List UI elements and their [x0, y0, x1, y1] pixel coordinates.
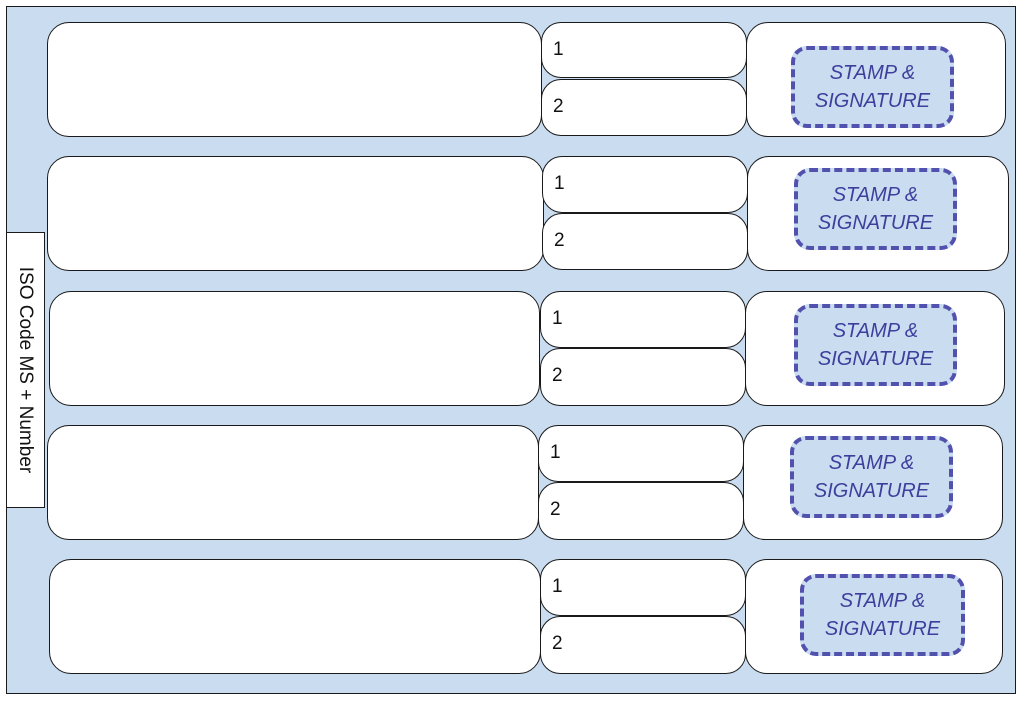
line-field-2-1[interactable]: 1 [542, 156, 748, 213]
main-field-4[interactable] [47, 425, 539, 540]
stamp-signature-area-3: STAMP & SIGNATURE [794, 304, 957, 386]
line-label: 1 [553, 39, 564, 60]
stamp-text-line2: SIGNATURE [813, 480, 930, 502]
side-label-tab: ISO Code MS + Number [7, 232, 45, 508]
line-label: 2 [550, 499, 561, 520]
line-field-5-2[interactable]: 2 [540, 616, 746, 674]
line-field-5-1[interactable]: 1 [540, 559, 746, 616]
stamp-text-line1: STAMP & [832, 184, 919, 206]
stamp-signature-area-5: STAMP & SIGNATURE [800, 574, 965, 656]
line-label: 2 [552, 365, 563, 386]
line-label: 1 [552, 308, 563, 329]
line-field-3-2[interactable]: 2 [540, 348, 746, 406]
line-label: 2 [552, 633, 563, 654]
stamp-text-line2: SIGNATURE [817, 212, 934, 234]
stamp-signature-area-4: STAMP & SIGNATURE [790, 436, 953, 518]
stamp-signature-area-1: STAMP & SIGNATURE [791, 46, 954, 128]
stamp-text-line1: STAMP & [828, 452, 915, 474]
line-field-4-2[interactable]: 2 [538, 482, 744, 540]
stamp-signature-area-2: STAMP & SIGNATURE [794, 168, 957, 250]
line-label: 2 [554, 230, 565, 251]
line-field-1-1[interactable]: 1 [541, 22, 747, 78]
main-field-2[interactable] [47, 156, 544, 271]
line-field-4-1[interactable]: 1 [538, 425, 744, 482]
line-label: 1 [554, 173, 565, 194]
main-field-5[interactable] [49, 559, 541, 674]
line-label: 1 [552, 576, 563, 597]
line-label: 2 [553, 96, 564, 117]
line-field-3-1[interactable]: 1 [540, 291, 746, 348]
side-label: ISO Code MS + Number [15, 266, 37, 474]
line-field-1-2[interactable]: 2 [541, 79, 747, 136]
stamp-text-line1: STAMP & [832, 320, 919, 342]
stamp-text-line1: STAMP & [839, 590, 926, 612]
stamp-text-line2: SIGNATURE [817, 348, 934, 370]
stamp-text-line2: SIGNATURE [824, 618, 941, 640]
stamp-text-line2: SIGNATURE [814, 90, 931, 112]
main-field-3[interactable] [49, 291, 540, 406]
line-field-2-2[interactable]: 2 [542, 213, 748, 270]
line-label: 1 [550, 442, 561, 463]
stamp-text-line1: STAMP & [829, 62, 916, 84]
main-field-1[interactable] [47, 22, 542, 137]
